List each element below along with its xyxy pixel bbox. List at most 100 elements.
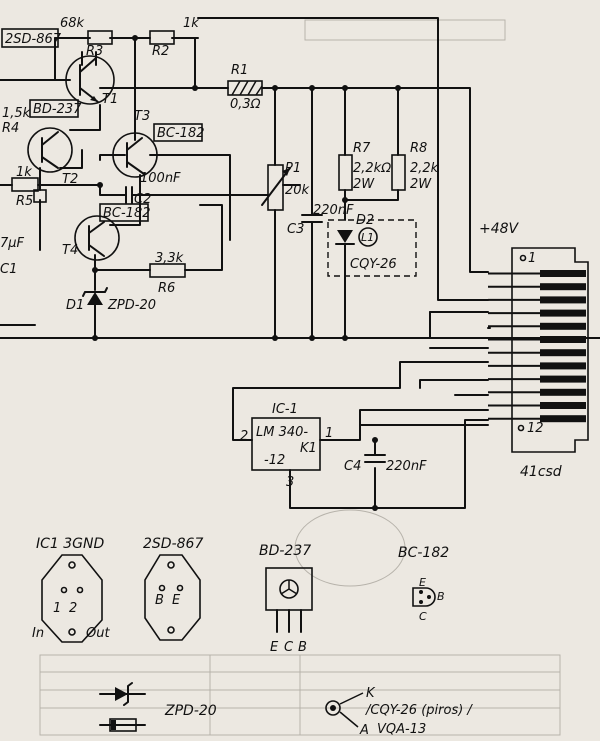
wires — [0, 17, 600, 509]
ic1-pinout-title: IC1 3GND — [36, 536, 104, 552]
transistor-t4 — [74, 215, 120, 261]
t3-type: BC-182 — [157, 126, 205, 141]
r8-label: R8 — [410, 141, 427, 156]
ic1-pinout-out: Out — [86, 626, 110, 641]
capacitor-c3 — [301, 214, 323, 223]
l1-label: L1 — [361, 231, 374, 244]
ic1-12: -12 — [264, 453, 285, 468]
c4-value: 220nF — [386, 459, 427, 474]
connector-contact — [540, 309, 586, 317]
zener-diode-d1 — [82, 287, 108, 305]
bc-pinout-b: B — [437, 590, 445, 603]
bc-pinout-title: BC-182 — [398, 545, 449, 561]
ic1-k: K1 — [300, 441, 317, 456]
pinout-2sd867: 2SD-867 B E — [143, 536, 203, 641]
t2-type: BD-237 — [33, 102, 82, 117]
led-legend: K /CQY-26 (piros) / A VQA-13 — [325, 686, 473, 738]
t4-type: BC-182 — [103, 206, 151, 221]
zpd-legend-label: ZPD-20 — [164, 703, 217, 719]
c1-label: C1 — [0, 262, 17, 277]
bc-pinout-e: E — [419, 576, 426, 589]
ic1-pin3: 3 — [286, 475, 294, 490]
resistor-r1 — [227, 80, 263, 96]
r5-value: 1k — [16, 165, 32, 180]
d1-type: ZPD-20 — [107, 298, 156, 313]
ic1-type: LM 340- — [256, 425, 308, 440]
potentiometer-p1 — [261, 164, 291, 211]
p1-label: P1 — [285, 161, 301, 176]
r3-value: 68k — [60, 16, 85, 31]
ic1-pinout-in: In — [32, 626, 44, 641]
r4-label: R4 — [2, 121, 19, 136]
d2-type: CQY-26 — [350, 257, 397, 272]
resistor-r8 — [391, 154, 406, 191]
capacitor-c4 — [364, 454, 386, 463]
resistor-r7 — [338, 154, 353, 191]
resistor-r3 — [87, 30, 113, 45]
transistor-t3 — [112, 132, 158, 178]
r7-value: 2,2kΩ — [353, 161, 391, 176]
zpd-symbol-legend: ZPD-20 — [99, 682, 217, 732]
supply-voltage: +48V — [479, 221, 520, 237]
r2-value: 1k — [183, 16, 199, 31]
junction-dots — [92, 35, 401, 511]
ic1-pin2: 2 — [240, 429, 248, 444]
bd-pinout-c: C — [284, 640, 294, 655]
pinout-bd237: BD-237 E C B — [259, 543, 313, 655]
led-d2-group — [327, 219, 417, 277]
t2-type-box — [29, 99, 79, 118]
transistor-t2 — [27, 127, 73, 173]
ic1-label: IC-1 — [272, 402, 298, 417]
connector-contact — [540, 322, 586, 330]
pinout-bc182: BC-182 E B C — [398, 545, 449, 623]
led-legend-a: A — [359, 723, 369, 738]
r1-label: R1 — [231, 63, 248, 78]
t1-type: 2SD-867 — [5, 32, 62, 47]
led-legend-line2: VQA-13 — [377, 722, 426, 737]
c3-value: 220nF — [313, 203, 354, 218]
connector-contact — [540, 283, 586, 291]
c2-value: 100nF — [140, 171, 181, 186]
ic1-pinout-pin2: 2 — [69, 601, 77, 616]
r7-label: R7 — [353, 141, 371, 156]
led-legend-line1: /CQY-26 (piros) / — [365, 703, 473, 718]
connector-contact — [540, 388, 586, 396]
r4-value: 1,5k — [2, 106, 31, 121]
bd-pinout-b: B — [298, 640, 307, 655]
d1-label: D1 — [66, 298, 84, 313]
connector-contact — [540, 402, 586, 409]
connector-contact — [540, 296, 586, 304]
connector-contact — [540, 362, 586, 370]
t4-label: T4 — [62, 243, 78, 258]
capacitor-c2 — [125, 186, 133, 204]
c3-label: C3 — [287, 222, 304, 237]
r2-label: R2 — [152, 44, 169, 59]
led-legend-k: K — [366, 686, 376, 701]
r8-watt: 2W — [410, 177, 432, 192]
bd-pinout-e: E — [270, 640, 279, 655]
connector-contact — [540, 375, 586, 383]
r6-value: 3,3k — [155, 251, 184, 266]
t1-type-box — [1, 28, 59, 48]
c1-value: 7µF — [0, 236, 25, 251]
d2-label: D2 — [356, 213, 374, 228]
connector-contact — [540, 349, 586, 357]
r8-value: 2,2k — [410, 161, 439, 176]
resistor-r2 — [149, 30, 175, 45]
connector-pin-1: 1 — [528, 251, 536, 266]
ic1-pinout-pin1: 1 — [53, 601, 61, 616]
resistor-r6 — [149, 263, 186, 278]
pinout-ic1: IC1 3GND 1 2 In Out — [32, 536, 110, 643]
edge-connector — [488, 247, 589, 453]
r3-label: R3 — [86, 44, 103, 59]
r7-watt: 2W — [353, 177, 375, 192]
background-ghost-print — [39, 19, 561, 736]
connector-contact — [540, 336, 586, 343]
p1-value: 20k — [285, 183, 310, 198]
t3-type-box — [153, 123, 203, 142]
t2-label: T2 — [62, 172, 78, 187]
regulator-ic1 — [251, 417, 321, 471]
ic1-pin1: 1 — [325, 426, 333, 441]
